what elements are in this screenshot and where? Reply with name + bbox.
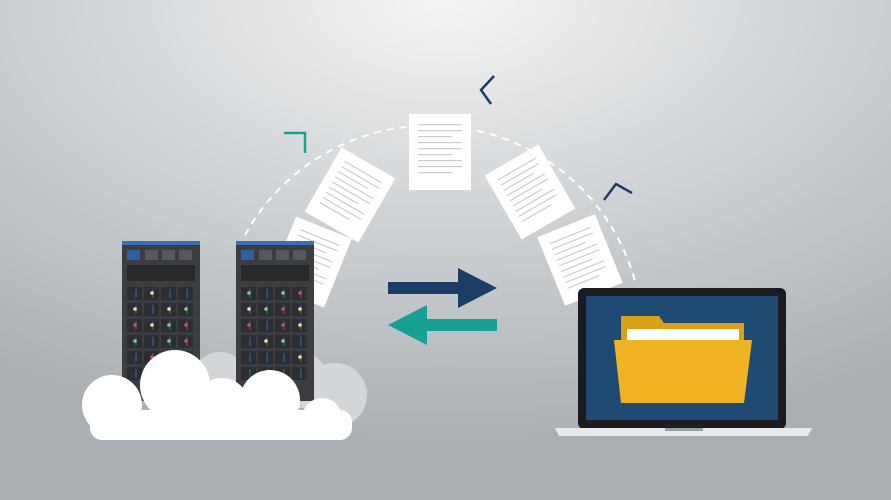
status-led — [184, 307, 188, 311]
status-led — [150, 291, 154, 295]
status-led — [281, 323, 285, 327]
status-led — [281, 291, 285, 295]
status-led — [150, 323, 154, 327]
status-led — [167, 323, 171, 327]
document-icon — [304, 147, 396, 243]
status-led — [281, 339, 285, 343]
status-led — [247, 291, 251, 295]
chevron-icon — [479, 75, 495, 105]
status-led — [247, 323, 251, 327]
chevron-icon — [284, 131, 307, 153]
chevron-icon — [603, 182, 633, 201]
status-led — [133, 339, 137, 343]
document-icon — [484, 144, 576, 240]
status-led — [298, 291, 302, 295]
status-led — [167, 339, 171, 343]
status-led — [264, 307, 268, 311]
status-led — [184, 339, 188, 343]
arrow-left-icon — [388, 305, 497, 345]
laptop-icon — [555, 288, 812, 436]
status-led — [247, 307, 251, 311]
status-led — [298, 323, 302, 327]
document-icon — [409, 114, 471, 190]
status-led — [264, 339, 268, 343]
cloud-icon — [82, 350, 352, 440]
status-led — [184, 323, 188, 327]
folder-icon — [614, 316, 752, 403]
status-led — [281, 307, 285, 311]
document-icon — [537, 214, 623, 306]
arrow-right-icon — [388, 268, 497, 308]
status-led — [133, 323, 137, 327]
status-led — [133, 307, 137, 311]
status-led — [298, 355, 302, 359]
status-led — [167, 307, 171, 311]
status-led — [298, 307, 302, 311]
